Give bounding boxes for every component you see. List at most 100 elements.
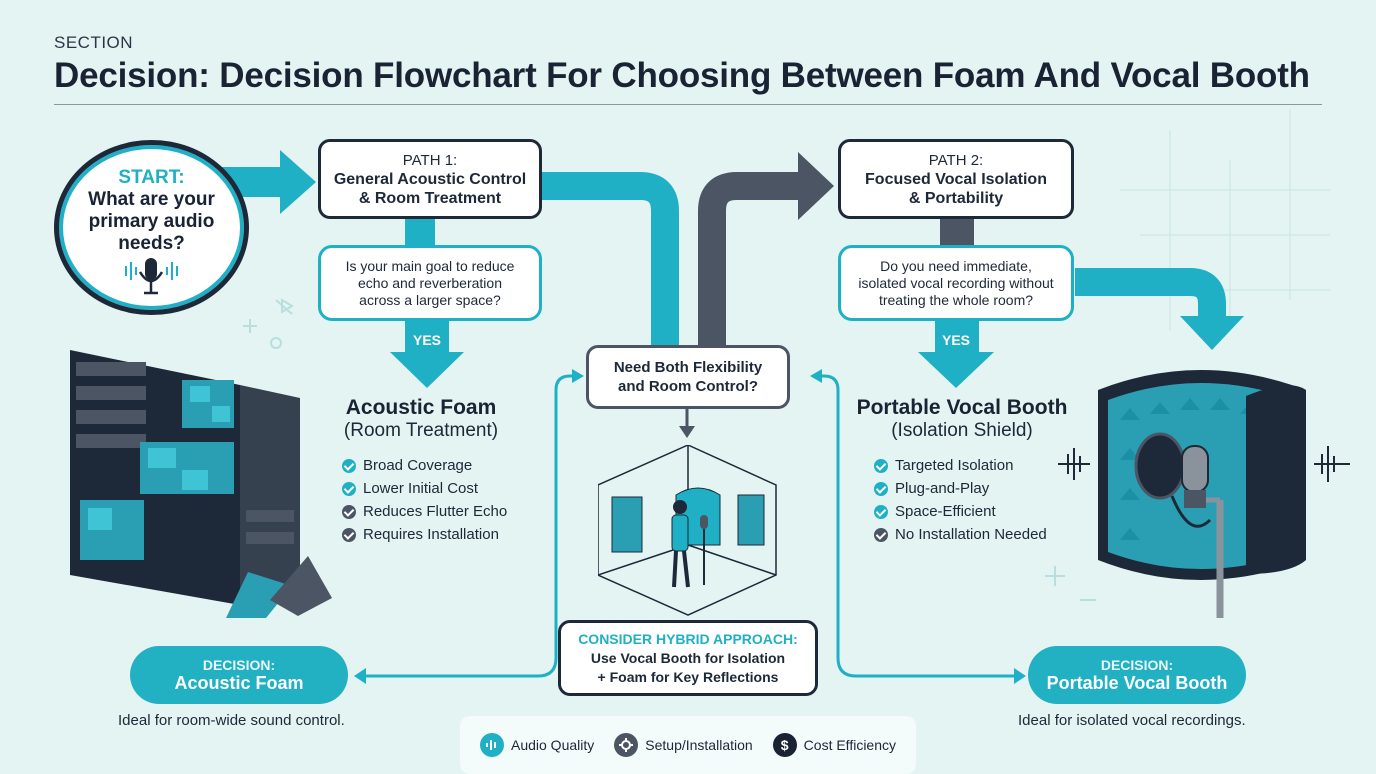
decision-portable-vocal-booth: DECISION: Portable Vocal Booth bbox=[1028, 646, 1246, 704]
hybrid-line-1: Use Vocal Booth for Isolation bbox=[590, 649, 786, 666]
check-icon bbox=[874, 527, 888, 542]
path2-box: PATH 2: Focused Vocal Isolation & Portab… bbox=[838, 139, 1074, 219]
decision-caption-foam: Ideal for room-wide sound control. bbox=[118, 712, 345, 729]
path2-feature: Space-Efficient bbox=[874, 500, 1047, 523]
check-icon bbox=[342, 504, 356, 519]
start-label: START: bbox=[118, 167, 185, 188]
path1-title-line-2: & Room Treatment bbox=[358, 189, 502, 207]
legend-label: Setup/Installation bbox=[645, 737, 753, 753]
start-question-line-1: What are your bbox=[88, 189, 215, 210]
middle-down-arrowhead bbox=[679, 426, 695, 438]
path2-result-subtitle: (Isolation Shield) bbox=[891, 420, 1033, 441]
path1-question-line-2: echo and reverberation bbox=[358, 274, 502, 291]
feature-text: Requires Installation bbox=[363, 526, 499, 543]
path2-title-line-2: & Portability bbox=[908, 189, 1004, 207]
check-icon bbox=[874, 458, 888, 473]
path1-feature: Requires Installation bbox=[342, 523, 507, 546]
path2-yes-arrow-shaft bbox=[935, 318, 979, 358]
hybrid-left-arrowhead-up bbox=[572, 369, 584, 383]
check-icon bbox=[874, 504, 888, 519]
check-icon bbox=[874, 481, 888, 496]
check-icon bbox=[342, 458, 356, 473]
path1-feature: Reduces Flutter Echo bbox=[342, 500, 507, 523]
path1-connector bbox=[405, 218, 435, 250]
legend-item-setup-installation: Setup/Installation bbox=[614, 733, 753, 757]
path1-title-line-1: General Acoustic Control bbox=[333, 170, 527, 188]
path2-question-line-1: Do you need immediate, bbox=[880, 257, 1032, 274]
path2-feature: Targeted Isolation bbox=[874, 454, 1047, 477]
path2-feature-list: Targeted Isolation Plug-and-Play Space-E… bbox=[874, 454, 1047, 546]
path2-label: PATH 2: bbox=[928, 151, 984, 169]
legend-label: Cost Efficiency bbox=[803, 737, 897, 753]
path1-result-title: Acoustic Foam bbox=[345, 396, 497, 419]
legend-item-audio-quality: Audio Quality bbox=[479, 733, 595, 757]
hybrid-to-booth-line bbox=[836, 657, 1016, 678]
path1-question-line-1: Is your main goal to reduce bbox=[345, 257, 515, 274]
path2-yes-label: YES bbox=[942, 332, 971, 348]
feature-text: Space-Efficient bbox=[895, 503, 996, 520]
start-question-line-3: needs? bbox=[118, 233, 185, 254]
dollar-icon: $ bbox=[772, 733, 797, 757]
path1-feature: Broad Coverage bbox=[342, 454, 507, 477]
hybrid-to-foam-line bbox=[364, 657, 558, 678]
path2-question-box: Do you need immediate, isolated vocal re… bbox=[838, 245, 1074, 321]
hybrid-right-line bbox=[816, 374, 840, 658]
decision-label: DECISION: bbox=[1100, 656, 1174, 673]
path2-feature: No Installation Needed bbox=[874, 523, 1047, 546]
path1-question-box: Is your main goal to reduce echo and rev… bbox=[318, 245, 542, 321]
title-divider bbox=[54, 104, 1322, 105]
decision-label: DECISION: bbox=[202, 656, 276, 673]
legend: Audio Quality Setup/Installation $ Cost … bbox=[460, 716, 916, 774]
path1-yes-arrowhead bbox=[390, 352, 464, 388]
waveform-icon bbox=[479, 733, 504, 757]
check-icon bbox=[342, 481, 356, 496]
page-title: Decision: Decision Flowchart For Choosin… bbox=[54, 56, 1310, 95]
path1-to-middle-pipe bbox=[540, 172, 679, 345]
decision-value: Acoustic Foam bbox=[174, 672, 304, 693]
path2-feature: Plug-and-Play bbox=[874, 477, 1047, 500]
legend-label: Audio Quality bbox=[510, 737, 595, 753]
gear-icon bbox=[614, 733, 639, 757]
path1-label: PATH 1: bbox=[402, 151, 458, 169]
middle-to-path2-pipe bbox=[698, 172, 800, 345]
hybrid-line-2: + Foam for Key Reflections bbox=[597, 668, 779, 685]
feature-text: Reduces Flutter Echo bbox=[363, 503, 508, 520]
middle-question-line-1: Need Both Flexibility bbox=[613, 359, 763, 376]
hybrid-to-booth-arrowhead bbox=[1014, 668, 1026, 684]
path2-question-line-2: isolated vocal recording without bbox=[858, 274, 1054, 291]
path1-feature: Lower Initial Cost bbox=[342, 477, 507, 500]
decision-value: Portable Vocal Booth bbox=[1046, 672, 1228, 693]
feature-text: No Installation Needed bbox=[895, 526, 1047, 543]
feature-text: Targeted Isolation bbox=[895, 457, 1014, 474]
vocal-booth-illustration bbox=[1058, 370, 1350, 618]
hybrid-to-foam-arrowhead bbox=[354, 668, 366, 684]
hybrid-approach-box: CONSIDER HYBRID APPROACH: Use Vocal Boot… bbox=[558, 620, 818, 696]
path1-box: PATH 1: General Acoustic Control & Room … bbox=[318, 139, 542, 219]
path2-result-title: Portable Vocal Booth bbox=[856, 396, 1068, 419]
hybrid-left-line bbox=[554, 374, 578, 658]
hybrid-room-illustration bbox=[598, 445, 777, 616]
path2-to-booth-arrowhead bbox=[1180, 316, 1244, 350]
path1-yes-arrow-shaft bbox=[405, 318, 449, 358]
hybrid-title: CONSIDER HYBRID APPROACH: bbox=[578, 630, 798, 647]
path2-yes-arrowhead bbox=[918, 352, 994, 388]
start-to-path1-arrowhead bbox=[280, 150, 316, 214]
feature-text: Lower Initial Cost bbox=[363, 480, 479, 497]
feature-text: Broad Coverage bbox=[363, 457, 473, 474]
acoustic-foam-illustration bbox=[70, 350, 332, 618]
microphone-icon bbox=[116, 252, 188, 295]
path1-yes-label: YES bbox=[413, 332, 442, 348]
middle-question-line-2: and Room Control? bbox=[618, 378, 758, 395]
decision-acoustic-foam: DECISION: Acoustic Foam bbox=[130, 646, 348, 704]
check-icon bbox=[342, 527, 356, 542]
legend-item-cost-efficiency: $ Cost Efficiency bbox=[772, 733, 897, 757]
feature-text: Plug-and-Play bbox=[895, 480, 990, 497]
path2-question-line-3: treating the whole room? bbox=[878, 291, 1034, 308]
path2-connector bbox=[940, 218, 974, 248]
path2-title-line-1: Focused Vocal Isolation bbox=[865, 170, 1047, 188]
hybrid-right-arrowhead-up bbox=[810, 369, 822, 383]
start-question-line-2: primary audio bbox=[88, 211, 215, 232]
middle-question-box: Need Both Flexibility and Room Control? bbox=[586, 345, 790, 409]
